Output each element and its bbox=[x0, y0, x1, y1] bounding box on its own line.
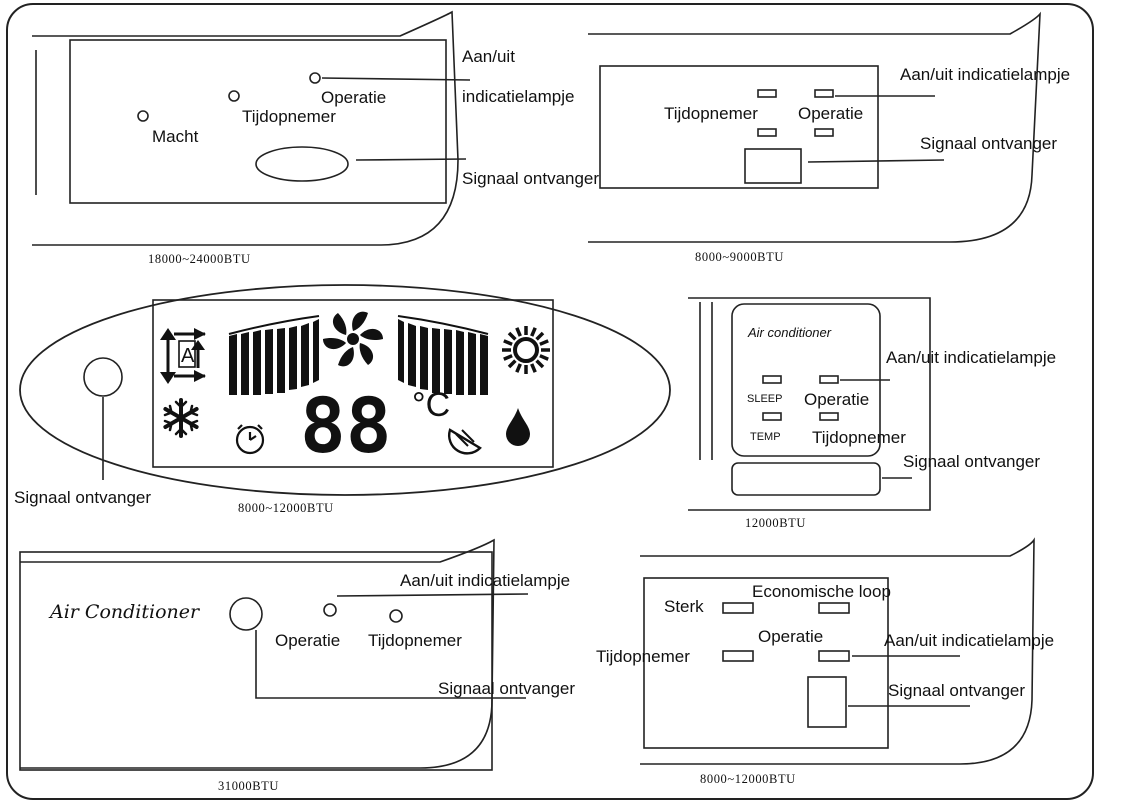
caption-18000-24000: 18000~24000BTU bbox=[148, 252, 251, 266]
caption-12000: 12000BTU bbox=[745, 516, 806, 530]
tijdopnemer-lamp bbox=[757, 89, 777, 98]
tijdopnemer-lamp bbox=[819, 412, 839, 421]
economische-lamp bbox=[818, 602, 850, 614]
display-window bbox=[152, 299, 554, 468]
label-aanuit: Aan/uit indicatielampje bbox=[884, 631, 1054, 650]
panel-31000 bbox=[19, 538, 529, 771]
lamp-3 bbox=[757, 128, 777, 137]
label-sterk: Sterk bbox=[664, 597, 704, 616]
panel-outline bbox=[640, 537, 1035, 765]
label-temp: TEMP bbox=[750, 431, 781, 443]
leader-aanuit bbox=[336, 593, 529, 597]
label-operatie: Operatie bbox=[321, 88, 386, 107]
operatie-lamp bbox=[814, 89, 834, 98]
label-tijdopnemer: Tijdopnemer bbox=[368, 631, 462, 650]
sleep-lamp bbox=[762, 375, 782, 384]
leader-aanuit bbox=[321, 77, 471, 81]
operatie-indicator bbox=[323, 603, 337, 617]
panel-outline bbox=[688, 297, 931, 511]
label-macht: Macht bbox=[152, 127, 199, 146]
caption-8000-9000: 8000~9000BTU bbox=[695, 250, 784, 264]
label-aanuit: Aan/uit indicatielampje bbox=[900, 65, 1070, 84]
signal-receiver-icon bbox=[731, 462, 881, 496]
label-aanuit: Aan/uit indicatielampje bbox=[400, 571, 570, 590]
label-operatie: Operatie bbox=[275, 631, 340, 650]
brand-air-conditioner: Air conditioner bbox=[747, 325, 832, 340]
brand-air-conditioner: Air Conditioner bbox=[48, 601, 201, 623]
label-tijdopnemer: Tijdopnemer bbox=[242, 107, 336, 126]
left-bar-graph bbox=[228, 315, 320, 395]
panel-18000-24000 bbox=[32, 10, 471, 246]
signal-receiver-icon bbox=[807, 676, 847, 728]
label-operatie: Operatie bbox=[798, 104, 863, 123]
sun-icon bbox=[502, 326, 550, 374]
label-sleep: SLEEP bbox=[747, 393, 782, 405]
snowflake-icon bbox=[163, 398, 199, 438]
label-aanuit: Aan/uit indicatielampje bbox=[886, 348, 1056, 367]
label-tijdopnemer: Tijdopnemer bbox=[596, 647, 690, 666]
leader-signaal bbox=[255, 630, 526, 699]
label-aanuit-2: indicatielampje bbox=[462, 87, 574, 106]
panel-8000-9000 bbox=[588, 11, 1041, 243]
lamp-4 bbox=[814, 128, 834, 137]
operatie-lamp bbox=[818, 650, 850, 662]
clock-icon bbox=[235, 424, 265, 455]
panel-8000-12000-display: A bbox=[19, 284, 671, 496]
label-economische-loop: Economische loop bbox=[752, 582, 891, 601]
louver-auto-icon bbox=[160, 328, 206, 384]
auto-letter: A bbox=[181, 345, 195, 367]
fan-icon bbox=[322, 311, 384, 367]
label-operatie: Operatie bbox=[804, 390, 869, 409]
tijdopnemer-lamp bbox=[722, 650, 754, 662]
panel-12000 bbox=[688, 297, 931, 511]
right-bar-graph bbox=[397, 315, 489, 395]
caption-8000-12000-display: 8000~12000BTU bbox=[238, 501, 334, 515]
outer-frame bbox=[6, 3, 1094, 800]
operatie-indicator bbox=[309, 72, 321, 84]
signal-receiver-icon bbox=[83, 357, 123, 397]
water-drop-icon bbox=[506, 408, 530, 446]
temperature-digits: 88 bbox=[300, 381, 392, 470]
label-signaal: Signaal ontvanger bbox=[888, 681, 1025, 700]
label-signaal: Signaal ontvanger bbox=[903, 452, 1040, 471]
caption-8000-12000-bottom: 8000~12000BTU bbox=[700, 772, 796, 786]
temperature-unit: °C bbox=[412, 386, 450, 424]
label-tijdopnemer: Tijdopnemer bbox=[664, 104, 758, 123]
panel-face bbox=[19, 551, 493, 771]
leader-signaal bbox=[807, 159, 945, 163]
temp-lamp bbox=[762, 412, 782, 421]
panel-face bbox=[599, 65, 879, 189]
signal-receiver-icon bbox=[229, 597, 263, 631]
leader-signaal bbox=[355, 158, 467, 161]
macht-indicator bbox=[137, 110, 149, 122]
label-aanuit-1: Aan/uit bbox=[462, 47, 515, 66]
signal-receiver-icon bbox=[744, 148, 802, 184]
panel-8000-12000-bottom bbox=[640, 537, 1035, 765]
label-tijdopnemer: Tijdopnemer bbox=[812, 428, 906, 447]
tijdopnemer-indicator bbox=[389, 609, 403, 623]
signal-receiver-icon bbox=[255, 146, 349, 182]
label-signaal: Signaal ontvanger bbox=[438, 679, 575, 698]
panel-face bbox=[643, 577, 889, 749]
label-signaal: Signaal ontvanger bbox=[920, 134, 1057, 153]
sterk-lamp bbox=[722, 602, 754, 614]
moon-icon bbox=[448, 428, 482, 455]
label-operatie: Operatie bbox=[758, 627, 823, 646]
panel-outline bbox=[32, 10, 459, 246]
panel-oval bbox=[19, 284, 671, 496]
label-signaal: Signaal ontvanger bbox=[462, 169, 599, 188]
panel-outline bbox=[588, 11, 1041, 243]
operatie-lamp bbox=[819, 375, 839, 384]
tijdopnemer-indicator bbox=[228, 90, 240, 102]
caption-31000: 31000BTU bbox=[218, 779, 279, 793]
panel-face bbox=[69, 39, 447, 204]
label-signaal: Signaal ontvanger bbox=[14, 488, 151, 507]
